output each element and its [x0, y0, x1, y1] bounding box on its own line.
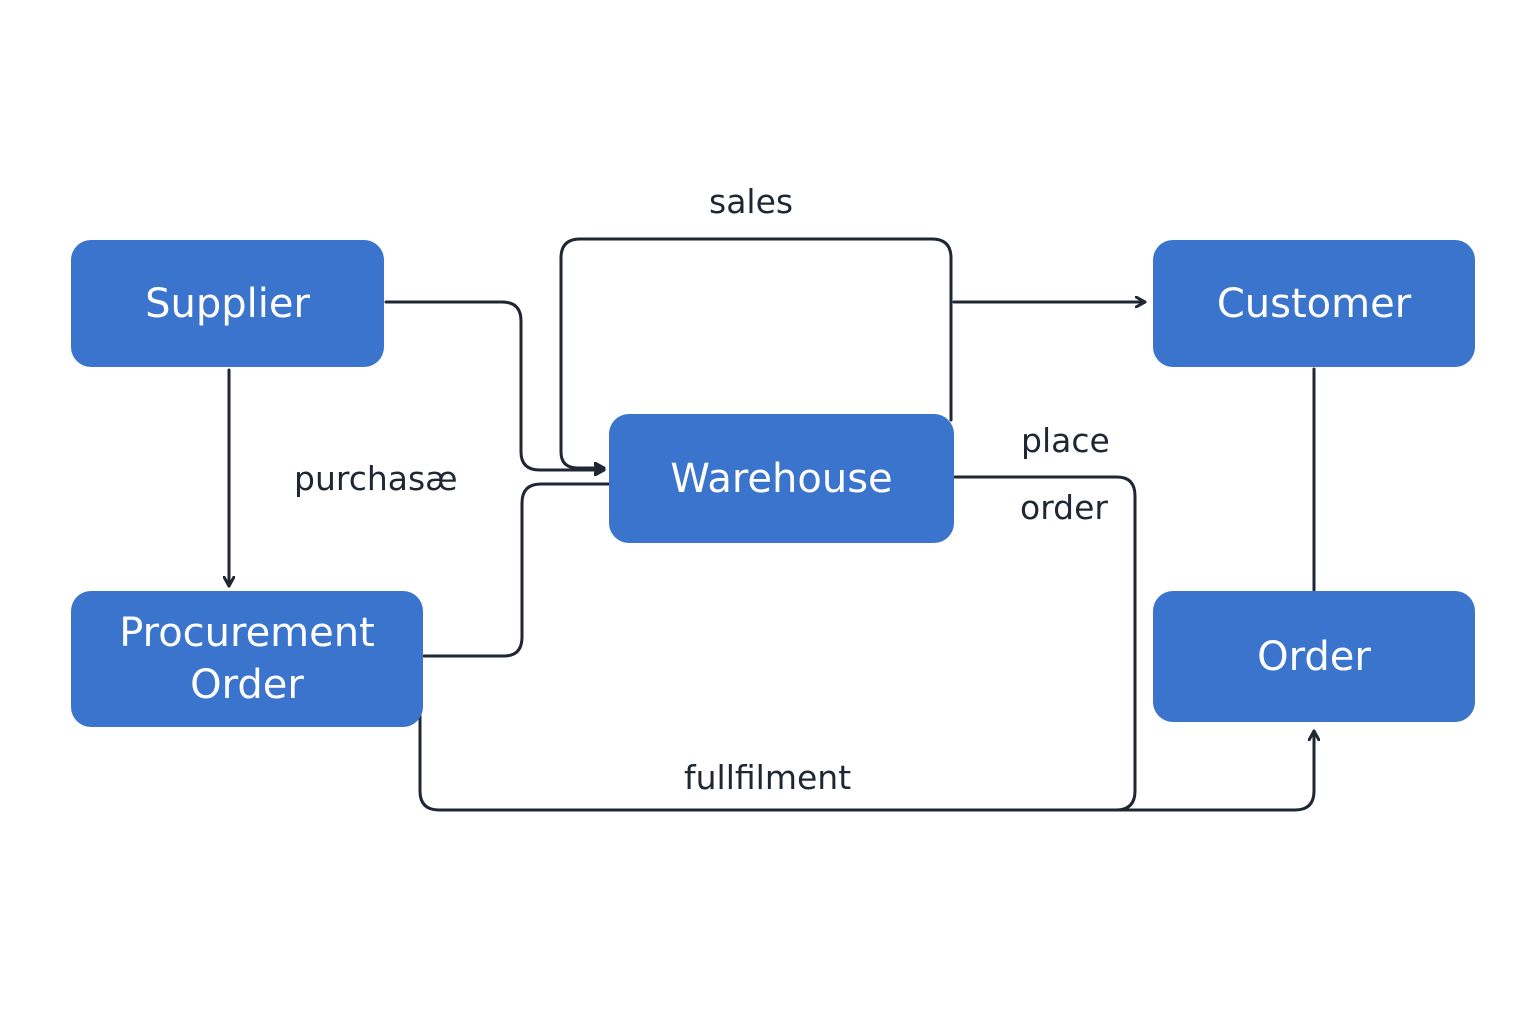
edge-label-purchase: purchasæ: [294, 459, 458, 498]
node-procurement-order[interactable]: Procurement Order: [71, 591, 423, 727]
edge-fulfilment-to-order: [418, 714, 1314, 812]
node-supplier[interactable]: Supplier: [71, 240, 384, 367]
edge-label-place: place: [1021, 421, 1110, 460]
edge-procurement-to-warehouse: [422, 482, 614, 658]
node-order[interactable]: Order: [1153, 591, 1475, 722]
edge-label-order: order: [1020, 488, 1108, 527]
edge-supplier-to-warehouse: [384, 300, 606, 470]
node-customer[interactable]: Customer: [1153, 240, 1475, 367]
node-warehouse[interactable]: Warehouse: [609, 414, 954, 543]
edge-label-fulfilment: fullfilment: [684, 758, 852, 797]
node-supplier-label: Supplier: [145, 280, 310, 327]
edge-label-sales: sales: [709, 182, 794, 221]
node-customer-label: Customer: [1216, 280, 1412, 327]
node-procurement-order-label: Procurement Order: [119, 610, 375, 708]
node-warehouse-label: Warehouse: [670, 455, 893, 502]
node-order-label: Order: [1257, 633, 1371, 680]
edge-sales-loop: [559, 237, 953, 468]
